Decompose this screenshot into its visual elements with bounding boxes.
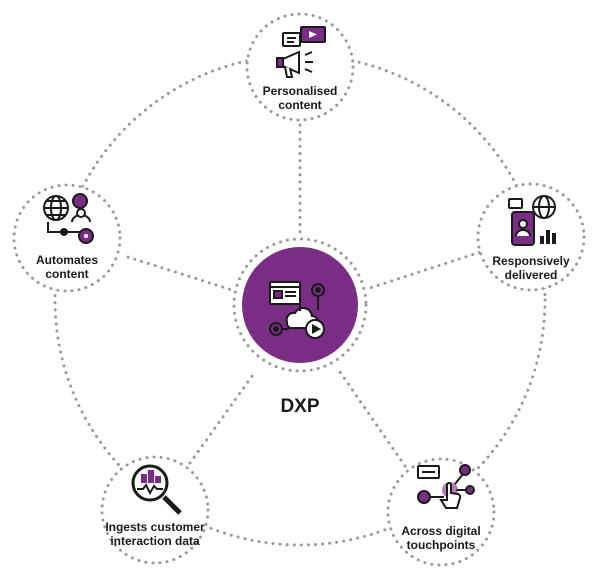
node-ring <box>100 455 210 565</box>
label-personalised: Personalised content <box>262 84 338 112</box>
spoke-responsive <box>368 246 495 290</box>
node-ingests <box>100 455 210 565</box>
label-automates: Automates content <box>35 253 98 281</box>
globe-automation-icon <box>43 193 94 244</box>
touch-network-icon <box>417 464 475 509</box>
outer-ring <box>53 53 547 547</box>
label-ingests: Ingests customer interaction data <box>105 520 205 548</box>
node-personalised <box>245 12 355 122</box>
node-responsive <box>476 182 586 292</box>
label-responsive: Responsively delivered <box>492 254 570 282</box>
node-ring <box>12 183 122 293</box>
node-touchpoints <box>386 457 496 567</box>
cloud-media-icon <box>269 281 325 339</box>
label-touchpoints: Across digital touchpoints <box>401 524 481 552</box>
spokes <box>126 116 495 468</box>
spoke-touchpoints <box>338 370 407 468</box>
center-node <box>232 237 368 373</box>
center-label: DXP <box>280 396 320 417</box>
node-ring <box>386 457 496 567</box>
spoke-ingests <box>188 370 257 465</box>
magnify-chart-icon <box>131 464 182 515</box>
spoke-automates <box>126 255 234 292</box>
node-automates <box>12 183 122 293</box>
megaphone-media-icon <box>276 26 326 78</box>
mobile-globe-icon <box>508 195 556 246</box>
